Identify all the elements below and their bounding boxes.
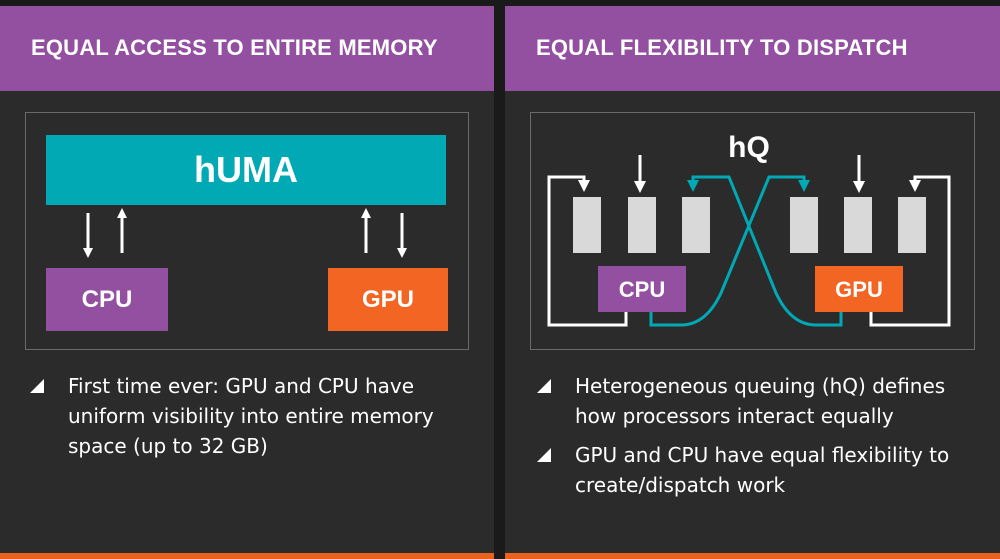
cpu-self-dispatch-path bbox=[547, 175, 628, 327]
hq-diagram: hQ CPU GPU bbox=[530, 112, 975, 350]
queue-slot bbox=[844, 197, 872, 253]
gpu-self-dispatch-path bbox=[869, 175, 951, 327]
queue-slot bbox=[573, 197, 601, 253]
bullet-text: Heterogeneous queuing (hQ) defines how p… bbox=[575, 374, 946, 428]
right-panel-title: EQUAL FLEXIBILITY TO DISPATCH bbox=[536, 35, 908, 60]
left-bullet-list: First time ever: GPU and CPU have unifor… bbox=[30, 371, 470, 470]
memory-access-arrows bbox=[83, 208, 407, 258]
huma-diagram: hUMA CPU GPU bbox=[25, 112, 469, 350]
right-bottom-bar bbox=[505, 553, 1000, 559]
bullet-text: First time ever: GPU and CPU have unifor… bbox=[68, 374, 434, 458]
cpu-label: CPU bbox=[619, 277, 665, 302]
left-bottom-bar bbox=[0, 553, 494, 559]
gpu-box: GPU bbox=[328, 268, 448, 331]
left-panel: EQUAL ACCESS TO ENTIRE MEMORY hUMA CPU G… bbox=[0, 6, 494, 559]
list-item: First time ever: GPU and CPU have unifor… bbox=[30, 371, 470, 461]
triangle-bullet-icon bbox=[537, 448, 551, 462]
left-panel-header: EQUAL ACCESS TO ENTIRE MEMORY bbox=[0, 6, 494, 91]
right-bullet-list: Heterogeneous queuing (hQ) defines how p… bbox=[537, 371, 987, 509]
queue-slot bbox=[628, 197, 656, 253]
queue-slot bbox=[898, 197, 926, 253]
bullet-text: GPU and CPU have equal flexibility to cr… bbox=[575, 443, 950, 497]
queue-slot bbox=[682, 197, 710, 253]
hq-label: hQ bbox=[728, 131, 770, 164]
huma-bar: hUMA bbox=[46, 135, 446, 205]
right-panel: EQUAL FLEXIBILITY TO DISPATCH hQ bbox=[505, 6, 1000, 559]
list-item: Heterogeneous queuing (hQ) defines how p… bbox=[537, 371, 987, 431]
triangle-bullet-icon bbox=[30, 379, 44, 393]
gpu-label: GPU bbox=[835, 277, 883, 302]
cpu-box bbox=[598, 266, 686, 312]
left-panel-title: EQUAL ACCESS TO ENTIRE MEMORY bbox=[31, 35, 438, 60]
triangle-bullet-icon bbox=[537, 379, 551, 393]
list-item: GPU and CPU have equal flexibility to cr… bbox=[537, 440, 987, 500]
queue-slot bbox=[790, 197, 818, 253]
cpu-to-gpu-queue-path bbox=[649, 175, 810, 327]
right-panel-header: EQUAL FLEXIBILITY TO DISPATCH bbox=[505, 6, 1000, 91]
cpu-box: CPU bbox=[46, 268, 168, 331]
gpu-to-cpu-queue-path bbox=[687, 175, 843, 327]
hq-queue-diagram: hQ CPU GPU bbox=[547, 131, 951, 327]
gpu-box bbox=[815, 266, 903, 312]
